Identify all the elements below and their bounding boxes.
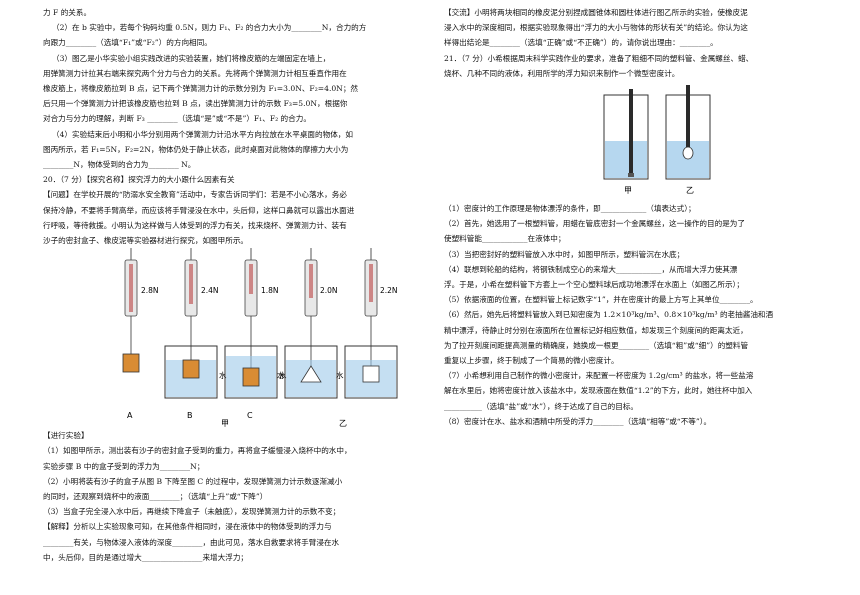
text-line: 后只用一个弹簧测力计把该橡皮筋也拉到 B 点，读出弹簧测力计的示数 F₃=5.0… — [43, 99, 348, 109]
figure-jia-caption: 甲 — [221, 419, 229, 428]
text-line: __________（选填“盐”或“水”），终于达成了自己的目标。 — [444, 401, 638, 411]
label-c: C — [247, 411, 253, 420]
spring-scale-cone: 2.0N 水 — [277, 248, 338, 399]
beaker-cylinder — [344, 345, 398, 399]
text-line: 【问题】在学校开展的“防溺水安全教育”活动中，专家告诉同学们：若是不小心落水，务… — [43, 190, 347, 200]
text-line: 实验步骤 B 中的盒子受到的浮力为________N； — [43, 461, 205, 471]
text-line: （3）当盒子完全浸入水中后，再继续下降盒子（未触底），发现弹簧测力计的示数不变； — [43, 507, 341, 517]
beaker-cone — [284, 345, 338, 399]
beaker-b — [164, 345, 218, 399]
text-line: 浮。于是，小希在塑料管下方套上一个空心塑料球后成功地漂浮在水面上（如图乙所示）； — [444, 280, 744, 290]
section-heading: 【进行实验】 — [43, 431, 89, 441]
text-line: 解在水里后，她将密度计放入该盐水中，发现液面在数值“1.2”的下方，此时，她往杯… — [444, 386, 753, 396]
sand-box — [122, 353, 140, 373]
hollow-ball — [682, 146, 694, 160]
text-line: 使塑料管能____________在液体中； — [444, 234, 566, 244]
text-line: （8）密度计在水、盐水和酒精中所受的浮力________（选填“相等”或“不等”… — [444, 416, 712, 426]
text-line: 向跟力________（选填“F₁”或“F₂”）的方向相同。 — [43, 38, 212, 48]
reading-c: 1.8N — [261, 286, 279, 295]
text-line: 保持冷静，不要将手臂高举，而应该将手臂浸没在水中，头后仰，这样口鼻就可以露出水面… — [43, 205, 355, 215]
text-line: ________有关，与物体浸入液体的深度________，由此可见，落水自救要… — [43, 537, 340, 547]
text-line: 对合力与分力的理解，判断 F₃ ________（选填“是”或“不是”）F₁、F… — [43, 114, 311, 124]
text-line: 烧杯、几种不同的液体，利用所学的浮力知识来制作一个微型密度计。 — [444, 68, 680, 78]
beaker-jia: 甲 — [603, 89, 649, 195]
spring-scale-a: 2.8N A — [122, 248, 159, 420]
right-column: 【交流】小明将两块相同的橡皮泥分别捏成圆锥体和圆柱体进行图乙所示的实验，使橡皮泥… — [444, 5, 819, 429]
text-line: （1）密度计的工作原理是物体漂浮的条件，即____________（填表达式）； — [444, 204, 696, 214]
reading-a: 2.8N — [141, 286, 159, 295]
caption-yi: 乙 — [686, 186, 694, 195]
water-label: 水 — [219, 370, 227, 380]
text-line: （6）然后，她先后将塑料管放入到已知密度为 1.2×10³kg/m³、0.8×1… — [444, 310, 774, 320]
clay-cylinder — [362, 365, 380, 383]
text-line: （1）如图甲所示，测出装有沙子的密封盒子受到的重力，再将盒子缓慢浸入烧杯中的水中… — [43, 446, 352, 456]
label-a: A — [127, 411, 133, 420]
text-line: （2）首先，她选用了一根塑料管，用蜡在管底密封一个金属螺丝，这一操作的目的是为了 — [444, 219, 745, 229]
figure-yi-caption: 乙 — [339, 419, 347, 428]
text-line: 力 F 的关系。 — [43, 8, 92, 17]
text-line: （7）小希想利用自己制作的微小密度计，来配置一杯密度为 1.2g/cm³ 的盐水… — [444, 371, 754, 381]
text-line: （5）依据液面的位置，在塑料管上标记数字“1”，并在密度计的最上方写上其单位__… — [444, 295, 758, 305]
text-line: （4）联想到轮船的结构，将钢铁制成空心的来增大____________，从而增大… — [444, 264, 738, 274]
water-label: 水 — [277, 370, 285, 380]
text-line: （3）图乙是小华实验小组实践改进的实验装置，她们将橡皮筋的左端固定在墙上， — [52, 53, 331, 63]
text-line: （4）实验结束后小明和小华分别用两个弹簧测力计沿水平方向拉放在水平桌面的物体，如 — [52, 129, 353, 139]
spring-scale-c: 1.8N 水 C — [224, 248, 287, 420]
plastic-tube-sunk — [629, 89, 633, 178]
clay-cone — [300, 365, 322, 383]
question-21-heading: 21．（7 分）小希根据周末科学实践作业的要求，准备了粗细不同的塑料管、金属螺丝… — [444, 53, 754, 63]
beaker-c — [224, 345, 278, 399]
reading-b: 2.4N — [201, 286, 219, 295]
text-line: （2）在 b 实验中，若每个钩码均重 0.5N，则力 F₁、F₂ 的合力大小为_… — [52, 23, 367, 33]
water-label: 水 — [279, 370, 287, 380]
text-line: 【解释】分析以上实验现象可知，在其他条件相同时，浸在液体中的物体受到的浮力与 — [43, 522, 332, 532]
text-line: 图丙所示，若 F₁=5N，F₂=2N，物体仍处于静止状态，此时桌面对此物体的摩擦… — [43, 144, 349, 154]
plastic-tube-floating — [686, 85, 690, 154]
reading-cylinder: 2.2N — [380, 286, 398, 295]
reading-cone: 2.0N — [320, 286, 338, 295]
left-bottom-paragraphs: 【进行实验】 （1）如图甲所示，测出装有沙子的密封盒子受到的重力，再将盒子缓慢浸… — [43, 428, 411, 565]
question-20-heading: 20．（7 分）【探究名称】探究浮力的大小跟什么因素有关 — [43, 175, 235, 185]
text-line: 的同时，还观察到烧杯中的液面________；（选填“上升”或“下降”） — [43, 492, 268, 502]
text-line: 精中漂浮，待静止时分别在液面所在位置标记好相应数值，却发现三个刻度间的距离太近， — [444, 325, 748, 335]
right-top-paragraphs: 【交流】小明将两块相同的橡皮泥分别捏成圆锥体和圆柱体进行图乙所示的实验，使橡皮泥… — [444, 5, 819, 81]
text-line: 样得出结论是________（选填“正确”或“不正确”）的，请你说出理由：___… — [444, 38, 718, 48]
text-line: ________N，物体受到的合力为________ N。 — [43, 160, 196, 170]
text-line: 为了拉开刻度间距提高测量的精确度，她换成一根更________（选填“粗”或“细… — [444, 340, 749, 350]
text-line: （2）小明将装有沙子的盒子从图 B 下降至图 C 的过程中，发现弹簧测力计示数逐… — [43, 476, 343, 486]
text-line: 浸入水中的深度相同，根据实验现象得出“浮力的大小与物体的形状有关”的结论。你认为… — [444, 23, 748, 33]
text-line: 【交流】小明将两块相同的橡皮泥分别捏成圆锥体和圆柱体进行图乙所示的实验，使橡皮泥 — [444, 8, 748, 17]
left-column: 力 F 的关系。 （2）在 b 实验中，若每个钩码均重 0.5N，则力 F₁、F… — [43, 5, 411, 565]
spring-scale-cylinder: 2.2N 水 — [336, 248, 398, 399]
density-meter-figure: 甲 乙 — [444, 81, 819, 201]
text-line: （3）当把密封好的塑料管放入水中时，如图甲所示，塑料管沉在水底； — [444, 249, 685, 259]
left-top-paragraphs: 力 F 的关系。 （2）在 b 实验中，若每个钩码均重 0.5N，则力 F₁、F… — [43, 5, 411, 248]
beaker-yi: 乙 — [665, 85, 711, 195]
text-line: 用弹簧测力计拉其右端来探究两个分力与合力的关系。先将两个弹簧测力计相互垂直作用在 — [43, 68, 347, 78]
caption-jia: 甲 — [624, 186, 632, 195]
text-line: 橡皮筋上，将橡皮筋拉到 B 点，记下两个弹簧测力计的示数分别为 F₁=3.0N、… — [43, 84, 359, 94]
text-line: 行呼吸，等待救援。小明认为这样做与人体受到的浮力有关，找来烧杯、弹簧测力计、装有 — [43, 220, 347, 230]
spring-scale-b: 2.4N 水 B — [164, 248, 227, 420]
right-bottom-paragraphs: （1）密度计的工作原理是物体漂浮的条件，即____________（填表达式）；… — [444, 201, 819, 429]
water-label: 水 — [336, 370, 344, 380]
text-line: 中，头后仰，目的是通过增大________________来增大浮力； — [43, 552, 249, 562]
text-line: 沙子的密封盒子、橡皮泥等实验器材进行探究，如图甲所示。 — [43, 236, 249, 246]
buoyancy-experiment-figure: 2.8N A 2.4N 水 B — [43, 248, 411, 428]
label-b: B — [187, 411, 193, 420]
text-line: 重复以上步骤，终于制成了一个简易的微小密度计。 — [444, 356, 619, 366]
